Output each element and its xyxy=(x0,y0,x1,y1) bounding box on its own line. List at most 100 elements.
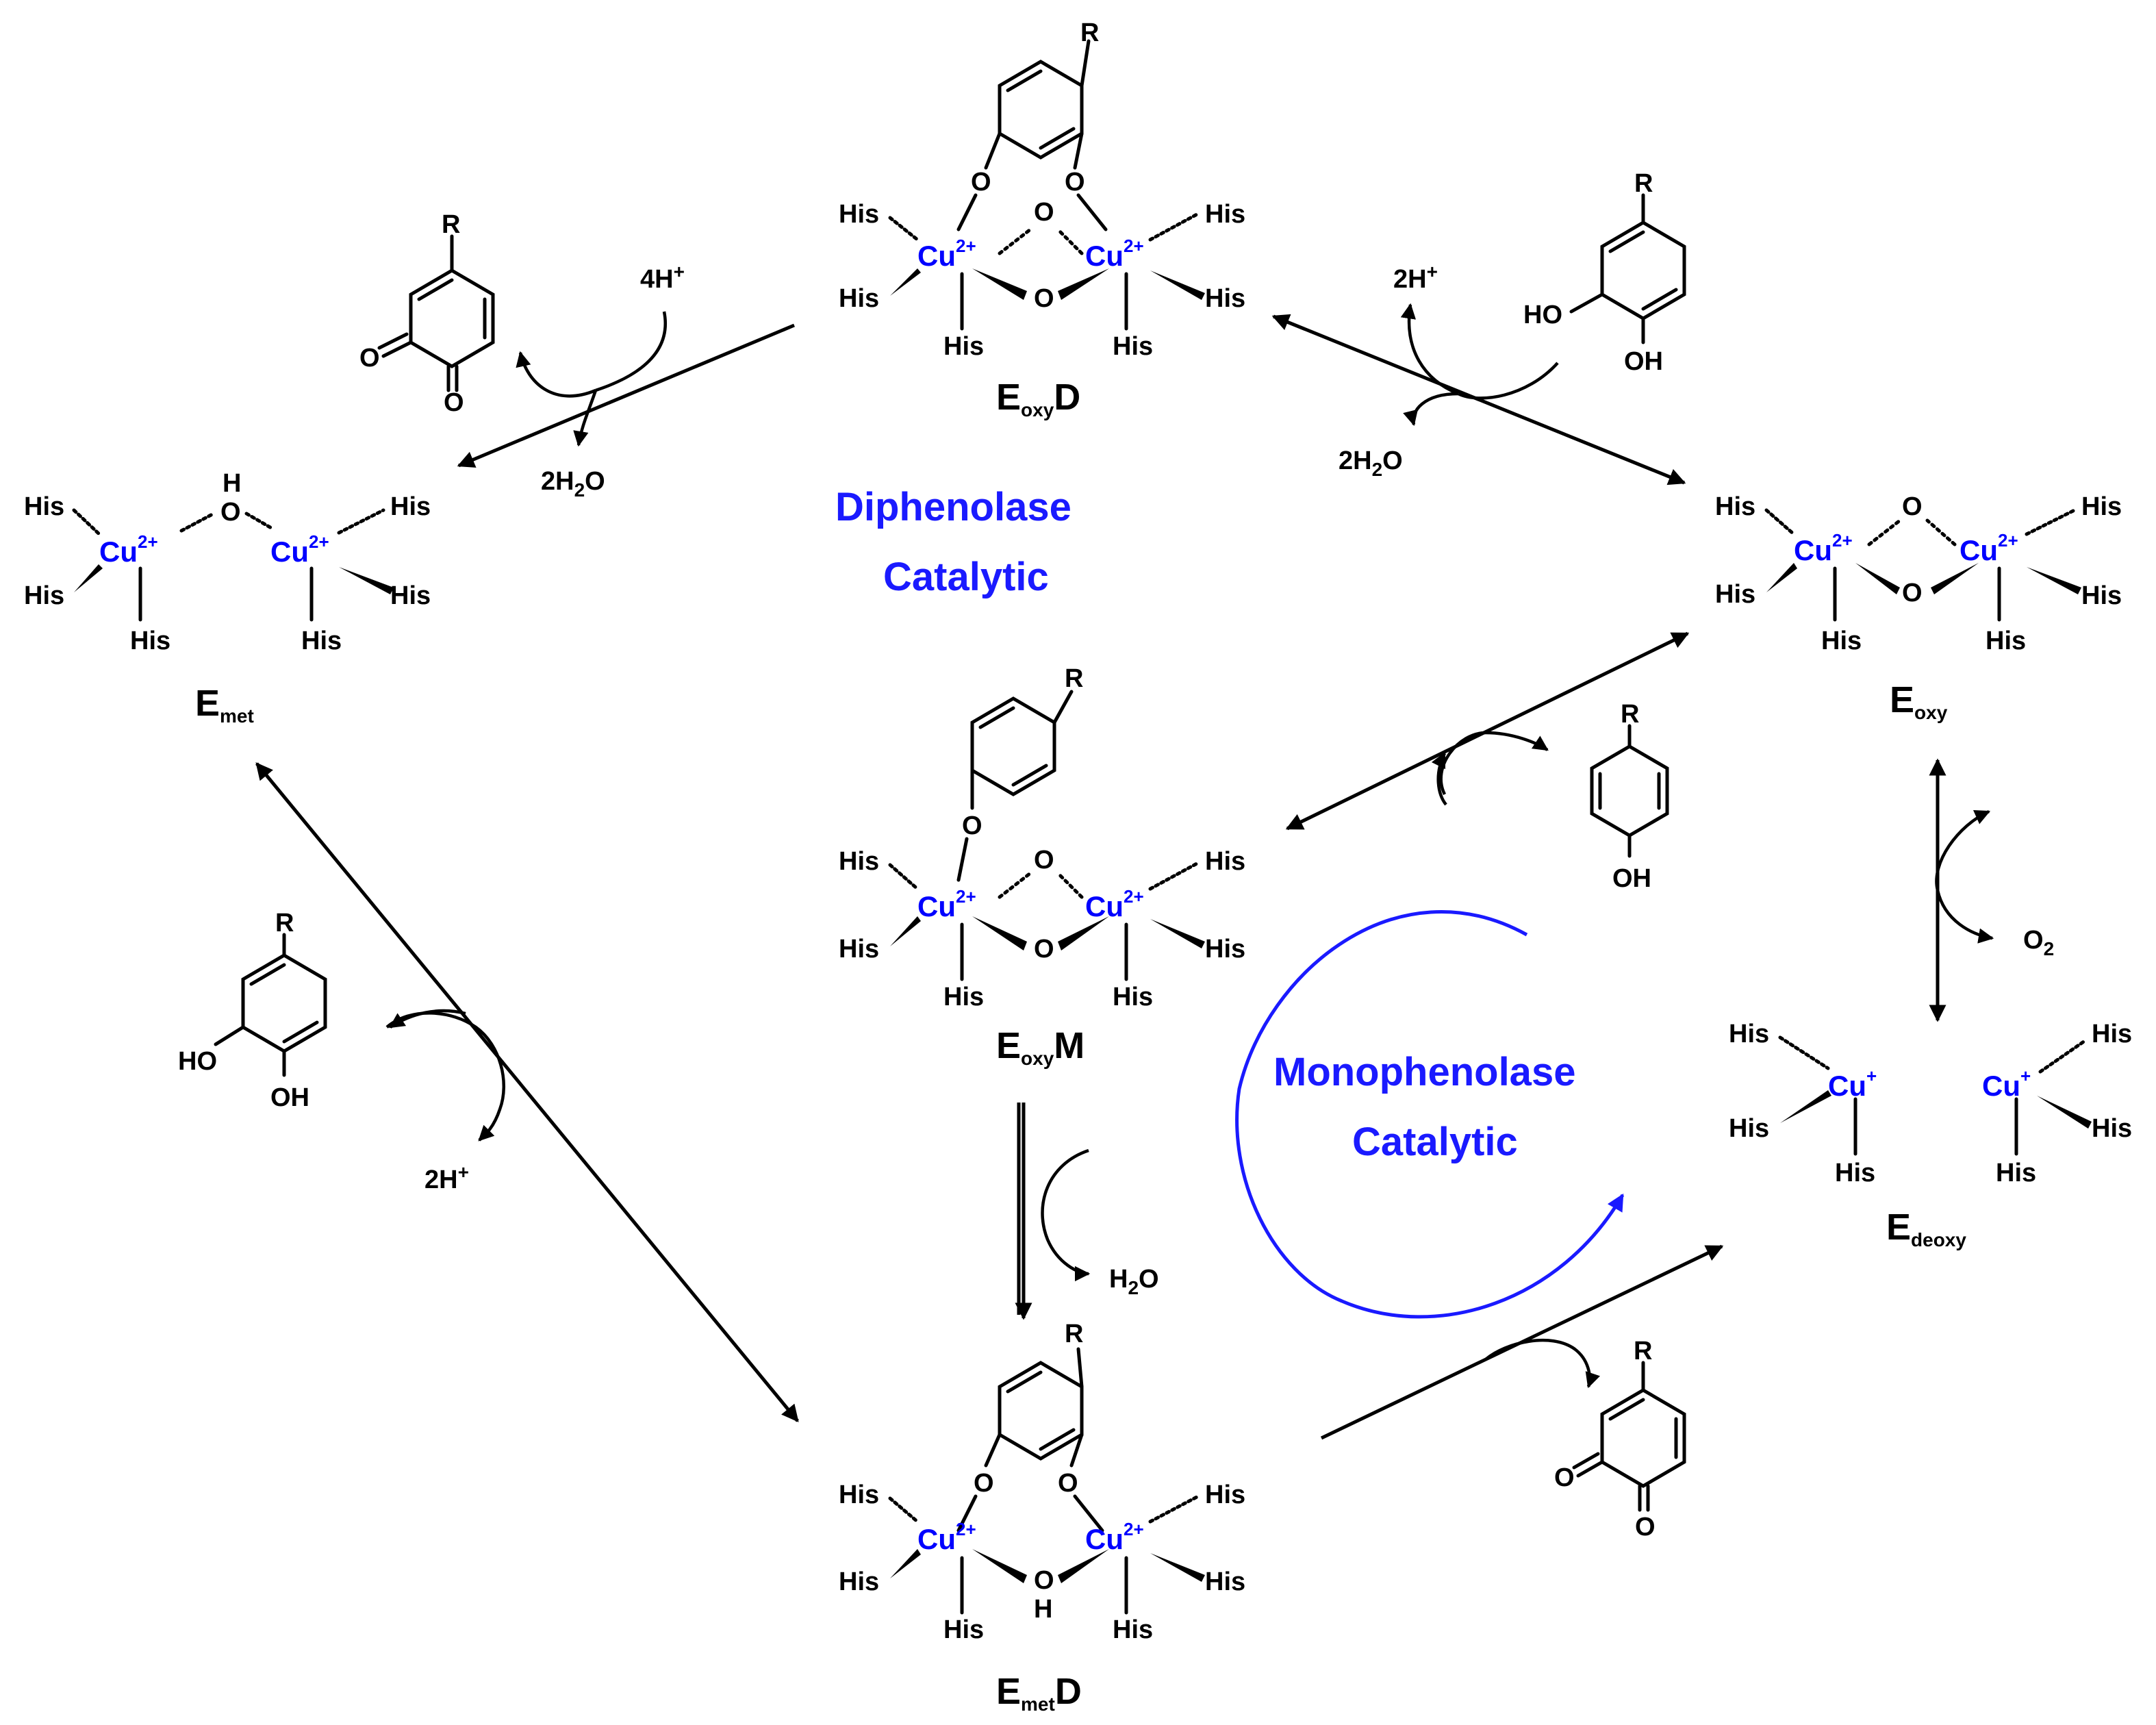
copper-ion-label: Cu2+ xyxy=(1960,530,2018,566)
histidine-label: His xyxy=(1996,1159,2036,1187)
water-release-curve xyxy=(1041,1148,1091,1282)
oxygen-label: O xyxy=(971,168,991,197)
histidine-label: His xyxy=(2092,1020,2132,1048)
peroxo-oxygen-top: O xyxy=(1902,492,1923,521)
monophenol-binding-curve xyxy=(1439,731,1549,796)
catechol-binding-curve-start xyxy=(389,1009,466,1029)
histidine-label: His xyxy=(839,1567,879,1596)
catechol-substrate-top: R HO OH xyxy=(1523,169,1686,376)
peroxo-oxygen-top: O xyxy=(1034,198,1054,227)
quinone-release-curve xyxy=(1484,1338,1601,1389)
peroxo-oxygen-top: O xyxy=(1034,846,1054,874)
copper-ion-label: Cu+ xyxy=(1828,1066,1877,1102)
species-label-emetd: EmetD xyxy=(996,1671,1082,1715)
copper-ion-label: Cu2+ xyxy=(270,531,329,568)
histidine-label: His xyxy=(2092,1114,2132,1143)
quinone-release-curve xyxy=(516,351,596,398)
monophenolase-cycle-label: Monophenolase xyxy=(1273,1050,1575,1094)
reaction-arrow-eoxy-eoxym xyxy=(1285,631,1690,831)
proton-release-curve xyxy=(1400,303,1459,396)
copper-ion-label: Cu2+ xyxy=(917,236,976,272)
histidine-label: His xyxy=(1205,284,1245,313)
r-group-label: R xyxy=(1634,1337,1652,1365)
histidine-label: His xyxy=(1821,627,1862,655)
species-label-eoxyd: EoxyD xyxy=(996,377,1080,420)
oxygen-binding-curve xyxy=(1935,809,1994,944)
oxygen-label: O xyxy=(359,344,380,373)
hydroxyl-label: HO xyxy=(1523,301,1562,329)
r-group-label: R xyxy=(1634,169,1653,198)
histidine-label: His xyxy=(1113,332,1153,361)
r-group-label: R xyxy=(1080,18,1099,47)
oxygen-label: O xyxy=(1058,1469,1078,1498)
histidine-label: His xyxy=(1205,200,1245,229)
copper-ion-label: Cu2+ xyxy=(1794,530,1853,566)
histidine-label: His xyxy=(1205,1567,1245,1596)
histidine-label: His xyxy=(839,847,879,876)
reaction-arrow-eoxyd-to-emet xyxy=(457,323,795,468)
histidine-label: His xyxy=(130,627,170,655)
oxygen-label: O xyxy=(1554,1463,1575,1492)
copper-ion-label: Cu+ xyxy=(1982,1066,2031,1102)
catechol-substrate-left: R HO OH xyxy=(178,909,327,1112)
copper-ion-label: Cu2+ xyxy=(1085,1519,1144,1555)
peroxo-oxygen-bottom: O xyxy=(1034,935,1054,964)
o-quinone-product: R O O xyxy=(359,210,495,417)
proton-label: 4H+ xyxy=(640,261,685,294)
species-label-eoxym: EoxyM xyxy=(996,1025,1085,1069)
hydroxo-oxygen: O xyxy=(220,498,241,527)
histidine-label: His xyxy=(943,983,984,1011)
hydroxyl-label: OH xyxy=(1624,347,1663,376)
histidine-label: His xyxy=(24,492,64,521)
emet-complex: H O Cu2+ Cu2+ His His His His His His Em… xyxy=(24,469,431,727)
monophenol-substrate: R OH xyxy=(1590,700,1669,893)
water-label: 2H2O xyxy=(541,467,605,501)
histidine-label: His xyxy=(839,284,879,313)
histidine-label: His xyxy=(1715,580,1755,609)
proton-uptake-curve xyxy=(595,311,667,392)
histidine-label: His xyxy=(1205,935,1245,964)
histidine-label: His xyxy=(24,581,64,610)
proton-label: 2H+ xyxy=(424,1161,469,1194)
peroxo-oxygen-bottom: O xyxy=(1034,284,1054,313)
eoxy-complex: O O Cu2+ Cu2+ His His His His His His Eo… xyxy=(1715,492,2122,723)
histidine-label: His xyxy=(839,200,879,229)
histidine-label: His xyxy=(1729,1020,1769,1048)
histidine-label: His xyxy=(839,1481,879,1509)
copper-ion-label: Cu2+ xyxy=(99,531,158,568)
monophenol-binding-curve-tail xyxy=(1431,751,1447,806)
water-label: H2O xyxy=(1109,1265,1159,1298)
histidine-label: His xyxy=(1113,983,1153,1011)
histidine-label: His xyxy=(1835,1159,1875,1187)
histidine-label: His xyxy=(943,1615,984,1644)
r-group-label: R xyxy=(1621,700,1639,729)
oxygen-label: O xyxy=(1065,168,1085,197)
histidine-label: His xyxy=(1205,1481,1245,1509)
oxygen-label: O xyxy=(962,811,982,840)
species-label-edeoxy: Edeoxy xyxy=(1886,1207,1966,1250)
water-binding-curve xyxy=(1403,392,1459,427)
histidine-label: His xyxy=(1205,847,1245,876)
histidine-label: His xyxy=(390,492,431,521)
histidine-label: His xyxy=(839,935,879,964)
hydroxyl-label: OH xyxy=(1612,864,1651,893)
emetd-complex: R O O O H Cu2+ Cu2+ His His His His His … xyxy=(839,1320,1245,1715)
copper-ion-label: Cu2+ xyxy=(1085,886,1144,922)
water-label: 2H2O xyxy=(1339,446,1403,480)
catechol-binding-curve xyxy=(1457,362,1559,400)
o-quinone-product-bottom: R O O xyxy=(1554,1337,1686,1541)
oxygen-label: O xyxy=(974,1469,994,1498)
r-group-label: R xyxy=(442,210,460,239)
hydroxyl-label: OH xyxy=(270,1083,309,1112)
oxygen-label: O xyxy=(444,388,464,417)
histidine-label: His xyxy=(2081,581,2122,610)
oxygen-molecule-label: O2 xyxy=(2023,926,2054,959)
diphenolase-cycle-label: Diphenolase xyxy=(835,485,1071,529)
hydroxo-hydrogen: H xyxy=(223,469,241,498)
histidine-label: His xyxy=(2081,492,2122,521)
histidine-label: His xyxy=(1715,492,1755,521)
histidine-label: His xyxy=(943,332,984,361)
oxygen-label: O xyxy=(1635,1513,1656,1541)
catechol-binding-curve xyxy=(385,1011,506,1142)
